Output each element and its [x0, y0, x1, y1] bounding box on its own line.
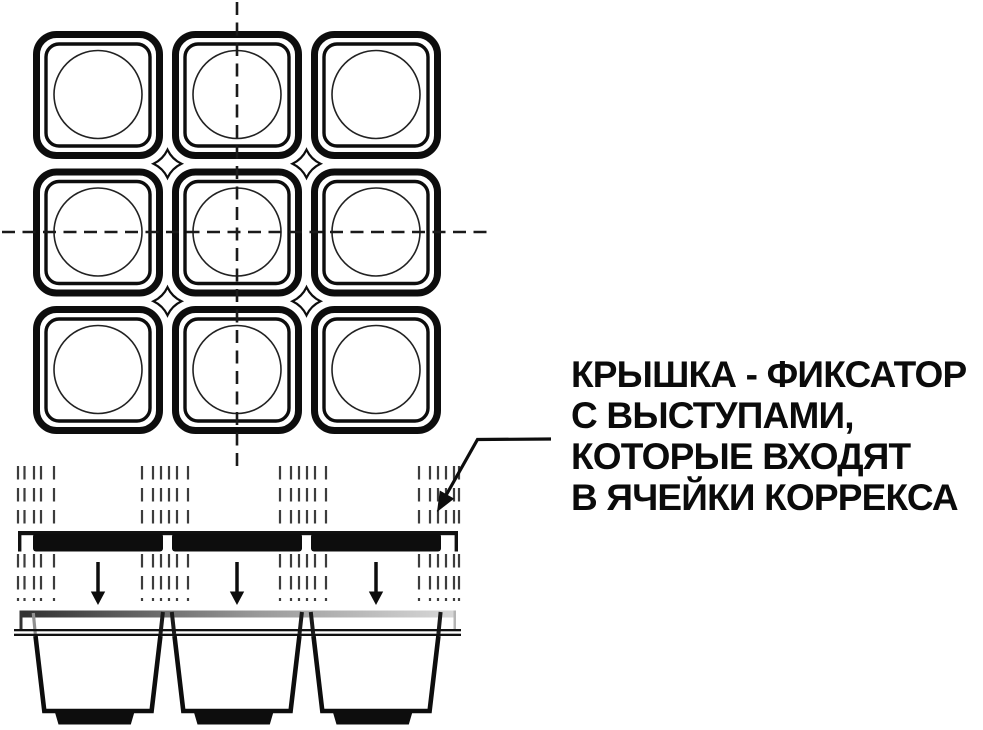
insertion-arrow [228, 560, 246, 607]
grid-cell [315, 35, 438, 156]
insertion-arrow [367, 560, 385, 607]
grid-cell [315, 310, 438, 431]
annotation-line-2: С ВЫСТУПАМИ, [571, 395, 855, 436]
grid-cell [37, 35, 160, 156]
annotation-arrowhead-icon [437, 490, 455, 512]
fixator-lid [18, 531, 458, 552]
lid-protrusion [172, 533, 302, 552]
tray-flange-top-line [14, 629, 461, 632]
tray-right-end-wall [453, 610, 456, 631]
insertion-arrows [89, 560, 385, 607]
lid-left-hook [18, 531, 22, 552]
junction-star [152, 286, 183, 317]
insertion-arrow [89, 560, 107, 607]
annotation-leader [437, 437, 552, 512]
annotation-text: КРЫШКА - ФИКСАТОР С ВЫСТУПАМИ, КОТОРЫЕ В… [571, 354, 967, 518]
junction-star [291, 286, 322, 317]
tray-flange-bottom-line [14, 633, 461, 636]
grid-cell [37, 310, 160, 431]
tray-cup [314, 636, 439, 725]
tray-top-edge [20, 610, 456, 618]
annotation-leader-line [445, 437, 552, 496]
annotation-line-4: В ЯЧЕЙКИ КОРРЕКСА [571, 477, 959, 518]
top-view-grid [2, 2, 490, 466]
lid-right-hook [454, 531, 458, 552]
annotation-line-1: КРЫШКА - ФИКСАТОР [571, 354, 967, 395]
lid-protrusion [33, 533, 163, 552]
junction-star [152, 148, 183, 179]
lid-protrusion [311, 533, 441, 552]
annotation-line-3: КОТОРЫЕ ВХОДЯТ [571, 436, 911, 477]
junction-star [291, 148, 322, 179]
correx-tray [14, 610, 461, 725]
tray-cup [36, 636, 161, 725]
tray-left-end-wall [19, 610, 23, 631]
lid-sheet [18, 531, 458, 536]
tray-cup [175, 636, 300, 725]
